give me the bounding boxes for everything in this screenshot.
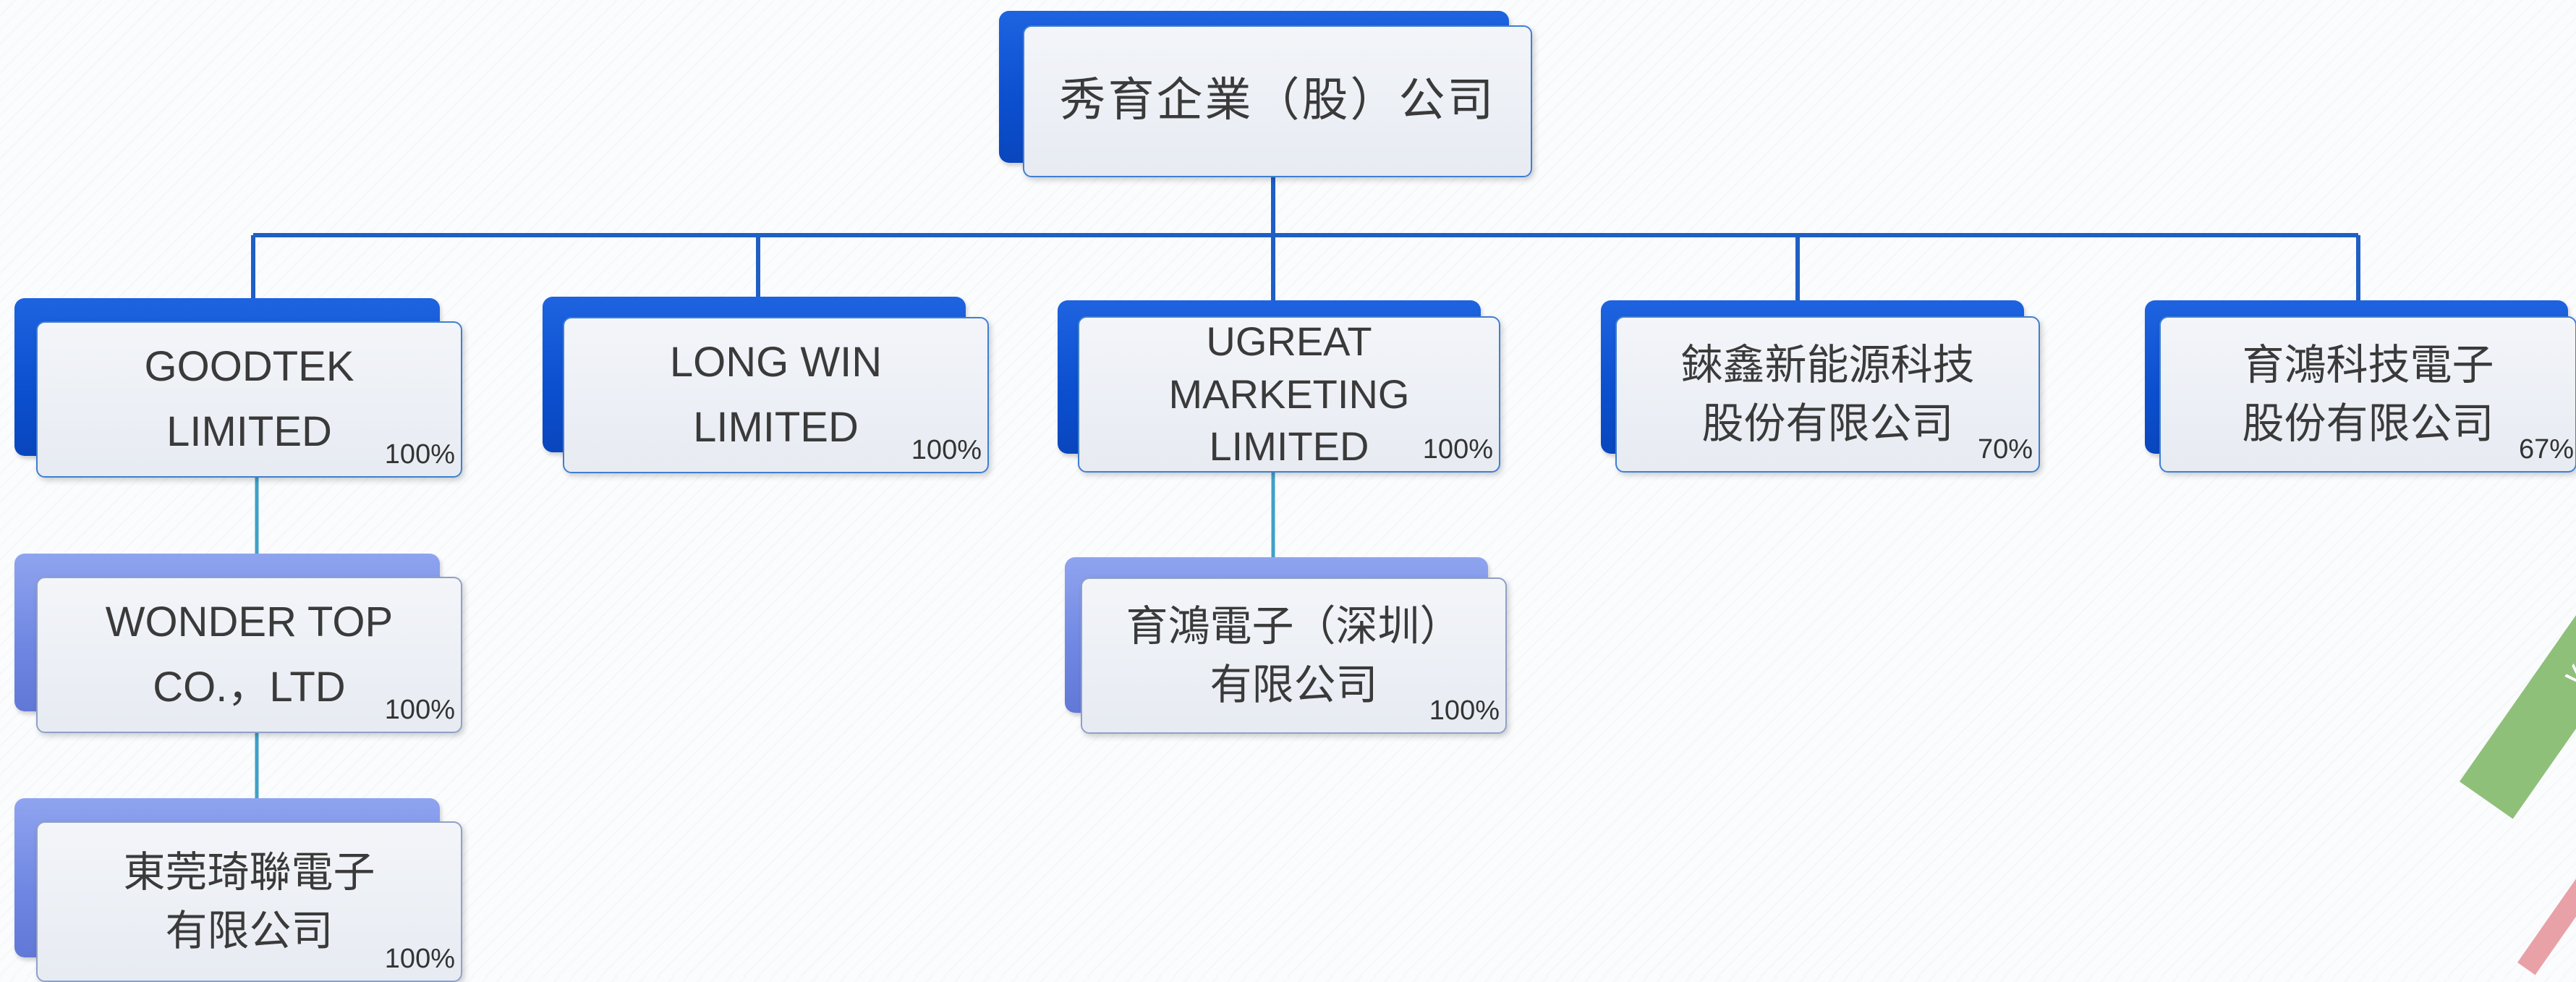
node-ugreat-box: UGREAT MARKETING LIMITED 100% [1078, 316, 1500, 473]
watermark-ribbon: ver for you [2460, 485, 2576, 819]
node-lianxin-label: 錸鑫新能源科技 股份有限公司 [1680, 339, 1975, 448]
node-root-box: 秀育企業（股）公司 [1023, 25, 1532, 177]
node-lianxin: 錸鑫新能源科技 股份有限公司 70% [1601, 300, 2046, 478]
node-root-label: 秀育企業（股）公司 [1059, 74, 1496, 128]
node-yuhong-box: 育鴻科技電子 股份有限公司 67% [2159, 316, 2576, 473]
node-shenzhen-label: 育鴻電子（深圳） 有限公司 [1126, 601, 1462, 709]
node-dongguan-box: 東莞琦聯電子 有限公司 100% [36, 821, 462, 982]
node-lianxin-box: 錸鑫新能源科技 股份有限公司 70% [1615, 316, 2040, 473]
node-dongguan-label: 東莞琦聯電子 有限公司 [123, 847, 375, 955]
node-goodtek-box: GOODTEK LIMITED 100% [36, 321, 462, 478]
node-shenzhen: 育鴻電子（深圳） 有限公司 100% [1065, 557, 1508, 735]
node-shenzhen-percent: 100% [1429, 695, 1500, 726]
node-longwin-box: LONG WIN LIMITED 100% [563, 317, 989, 473]
node-wondertop-percent: 100% [384, 695, 455, 725]
node-root: 秀育企業（股）公司 [999, 11, 1533, 179]
node-goodtek: GOODTEK LIMITED 100% [14, 298, 463, 479]
node-dongguan-percent: 100% [384, 944, 455, 974]
node-wondertop-label: WONDER TOP CO.，LTD [105, 598, 394, 711]
node-ugreat-percent: 100% [1422, 434, 1493, 465]
node-ugreat: UGREAT MARKETING LIMITED 100% [1058, 300, 1502, 478]
watermark-text: ver for you [2554, 548, 2576, 692]
node-goodtek-percent: 100% [384, 439, 455, 470]
node-goodtek-label: GOODTEK LIMITED [144, 343, 354, 455]
node-wondertop-box: WONDER TOP CO.，LTD 100% [36, 577, 462, 733]
node-yuhong: 育鴻科技電子 股份有限公司 67% [2145, 300, 2576, 478]
node-ugreat-label: UGREAT MARKETING LIMITED [1168, 318, 1410, 470]
node-yuhong-label: 育鴻科技電子 股份有限公司 [2242, 339, 2494, 448]
node-longwin: LONG WIN LIMITED 100% [543, 297, 989, 476]
node-wondertop: WONDER TOP CO.，LTD 100% [14, 554, 463, 735]
node-lianxin-percent: 70% [1977, 434, 2033, 465]
node-shenzhen-box: 育鴻電子（深圳） 有限公司 100% [1081, 577, 1507, 734]
node-yuhong-percent: 67% [2518, 434, 2574, 465]
node-longwin-percent: 100% [911, 435, 982, 465]
node-dongguan: 東莞琦聯電子 有限公司 100% [14, 798, 463, 982]
node-longwin-label: LONG WIN LIMITED [669, 339, 883, 451]
watermark-stripe [2517, 784, 2576, 975]
